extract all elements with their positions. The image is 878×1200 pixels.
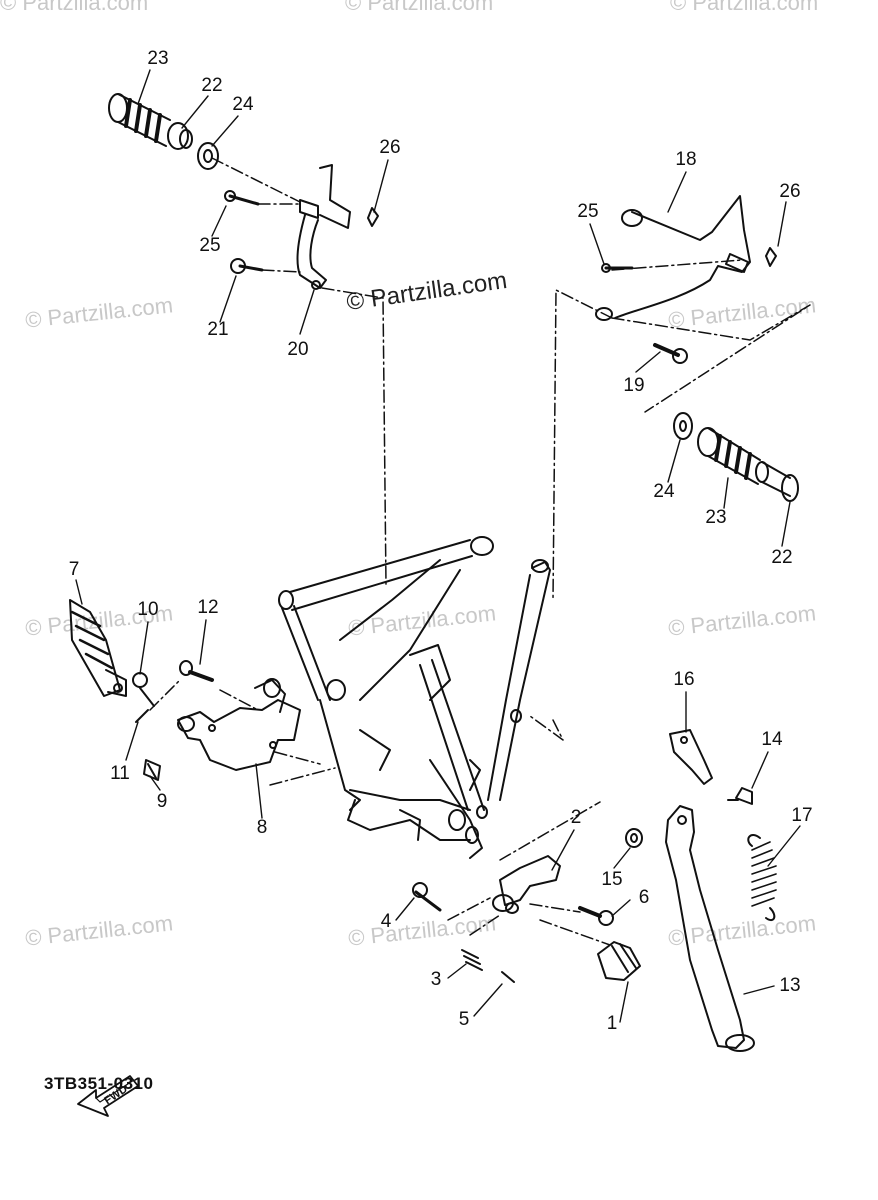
- diagram-code: 3TB351-0310: [44, 1074, 154, 1093]
- callout-2[interactable]: 2: [570, 807, 582, 828]
- callout-7[interactable]: 7: [68, 559, 80, 580]
- right-rear-footpeg: [673, 412, 799, 502]
- callout-15[interactable]: 15: [601, 869, 623, 890]
- side-stand: [665, 729, 777, 1052]
- callout-26-right[interactable]: 26: [779, 181, 801, 202]
- callout-8[interactable]: 8: [256, 817, 268, 838]
- callout-21[interactable]: 21: [207, 319, 229, 340]
- left-rear-footpeg: [108, 93, 219, 170]
- left-rear-bracket: [224, 164, 379, 290]
- callout-22-left[interactable]: 22: [201, 75, 223, 96]
- callout-3[interactable]: 3: [430, 969, 442, 990]
- callout-16[interactable]: 16: [673, 669, 695, 690]
- callout-26-left[interactable]: 26: [379, 137, 401, 158]
- callout-5[interactable]: 5: [458, 1009, 470, 1030]
- right-rear-bracket: [595, 195, 777, 364]
- frame: [278, 536, 551, 859]
- callout-25-left[interactable]: 25: [199, 235, 221, 256]
- callout-18[interactable]: 18: [675, 149, 697, 170]
- callout-10[interactable]: 10: [137, 599, 159, 620]
- callout-13[interactable]: 13: [779, 975, 801, 996]
- leader-lines: [75, 69, 801, 1023]
- callout-19[interactable]: 19: [623, 375, 645, 396]
- callout-24-left[interactable]: 24: [232, 94, 254, 115]
- assembly-lines: [149, 157, 811, 946]
- callout-4[interactable]: 4: [380, 911, 392, 932]
- callout-22-right[interactable]: 22: [771, 547, 793, 568]
- callout-23-right[interactable]: 23: [705, 507, 727, 528]
- callout-11[interactable]: 11: [110, 763, 130, 784]
- callout-14[interactable]: 14: [761, 729, 783, 750]
- callout-23-left[interactable]: 23: [147, 48, 169, 69]
- callout-6[interactable]: 6: [638, 887, 650, 908]
- callout-24-right[interactable]: 24: [653, 481, 675, 502]
- left-footrest-bracket: [177, 660, 301, 771]
- left-front-footpeg: [69, 599, 161, 781]
- callout-25-right[interactable]: 25: [577, 201, 599, 222]
- callout-12[interactable]: 12: [197, 597, 219, 618]
- callout-20[interactable]: 20: [287, 339, 309, 360]
- right-footrest-bracket: [412, 828, 643, 983]
- callout-9[interactable]: 9: [156, 791, 168, 812]
- callout-1[interactable]: 1: [606, 1013, 618, 1034]
- callout-17[interactable]: 17: [791, 805, 813, 826]
